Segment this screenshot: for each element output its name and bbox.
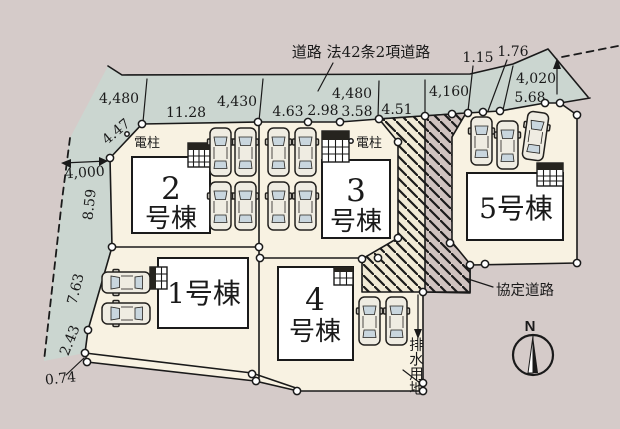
car-icon [382,296,411,346]
building-5: 5号棟 [466,172,564,241]
dim-4480-a: 4,480 [99,91,139,107]
car-icon [467,116,496,166]
dim-1128: 11.28 [166,105,206,121]
building-2-label: 2 [161,171,181,207]
boundary-markers [80,98,582,396]
building-3-label: 3 [346,173,366,209]
dim-176: 1.76 [497,44,528,60]
dim-074: 0.74 [44,369,77,388]
building-2: 2 号棟 [131,156,211,234]
building-1-label: 1号棟 [167,277,241,310]
grid-icon [536,162,564,187]
grid-icon [333,266,354,286]
compass-north-label: N [525,318,536,335]
dim-859: 8.59 [80,188,99,221]
dim-763: 7.63 [65,272,88,306]
dim-463: 4.63 [272,104,303,120]
car-icon [206,181,235,231]
car-icon [355,296,384,346]
car-icon [231,181,260,231]
utility-pole-label-1: 電柱 [134,136,160,151]
car-icon [101,268,151,297]
car-icon [206,127,235,177]
building-3: 3 号棟 [321,159,391,239]
car-icon [493,120,522,170]
dim-4020: 4,020 [516,71,556,87]
drainage-leader [402,369,421,384]
car-icon [291,127,320,177]
road-label-leader [317,62,334,92]
car-icon [291,181,320,231]
dim-358: 3.58 [341,104,372,120]
down-arrow-icon [414,329,422,339]
building-5-label: 5号棟 [479,192,553,225]
road-area [44,49,588,361]
building-4-label: 4 [305,282,325,318]
car-icon [231,127,260,177]
dimension-labels-top: 4,480 11.28 4,430 4.63 2.98 3.58 4,480 4… [99,44,556,121]
car-icon [264,181,293,231]
drainage-label: 排水用地 [407,337,423,395]
dim-568: 5.68 [514,90,545,106]
up-arrow-icon [553,58,561,69]
compass-circle [511,333,555,377]
dim-4430: 4,430 [217,94,257,110]
building-3-label-2: 号棟 [330,207,382,237]
dim-298: 2.98 [307,103,338,119]
dim-4480-b: 4,480 [332,86,372,102]
utility-pole-dot [348,138,354,144]
agreement-road-leader [464,277,494,288]
grid-icon [321,130,350,163]
utility-pole-dot [124,131,130,137]
dim-4000: 4,000 [64,164,105,183]
agreement-road-label: 協定道路 [496,282,554,299]
dashed-boundary-right [561,45,619,58]
dimension-lines [61,59,514,384]
utility-pole-label-2: 電柱 [356,136,382,151]
grid-icon [149,266,168,290]
road-outline [43,45,619,362]
compass: N [511,318,555,377]
building-2-label-2: 号棟 [145,204,197,234]
car-icon [264,127,293,177]
porch-grid-icons [149,130,564,290]
grid-icon [187,142,211,168]
building-4-label-2: 号棟 [289,317,341,347]
road-type-label: 道路 法42条2項道路 [292,43,430,61]
compass-needle-east [533,336,538,373]
dim-4160: 4,160 [429,84,469,100]
dim-115: 1.15 [462,50,493,66]
building-1: 1号棟 [157,257,249,329]
agreement-road-hatch [361,112,471,293]
car-icon [101,299,151,328]
dim-451: 4.51 [381,102,412,118]
dashed-boundary-left [43,137,71,362]
